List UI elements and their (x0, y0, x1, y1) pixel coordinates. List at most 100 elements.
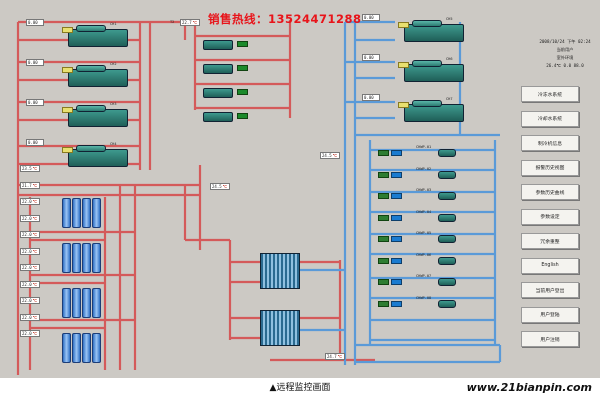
pump-status-badge (378, 257, 389, 264)
branch-temp-readout: 22.0℃ (20, 330, 40, 337)
plate-heat-exchanger-2[interactable] (260, 310, 300, 346)
pump-mode-badge (391, 300, 402, 307)
tower-cell (72, 288, 81, 318)
chiller-status-badge (398, 102, 409, 108)
pump-body (438, 192, 456, 200)
menu-button-ice-storage[interactable]: 冗余重整 (521, 233, 579, 249)
pump-row[interactable]: CHWP-05 (378, 231, 488, 244)
pump-body (438, 149, 456, 157)
pump-status-badge (378, 300, 389, 307)
menu-button-chiller-info[interactable]: 制冷机信息 (521, 135, 579, 151)
branch-temp-readout: 22.0℃ (20, 214, 40, 222)
cooling-tower-2[interactable] (62, 243, 104, 273)
pipe-diagram (16, 20, 502, 375)
pump-status-badge (378, 279, 389, 285)
compressor (76, 25, 106, 32)
menu-button-param-set[interactable]: 参数设定 (521, 208, 579, 225)
info-panel: 2008/10/24 下午 02:24 当前用户 室外环境 26.4℃ 0.0 … (530, 38, 600, 70)
compressor (76, 145, 106, 152)
menu-button-english[interactable]: English (521, 257, 579, 274)
pump-mode-badge (391, 171, 402, 178)
menu-button-param-history[interactable]: 参数历史曲线 (521, 184, 579, 200)
chiller-tag: CH5 (446, 17, 453, 21)
pump-row[interactable]: CHWP-04 (378, 210, 488, 223)
compressor (76, 105, 106, 112)
pump-status-badge (378, 236, 389, 242)
chiller-status-badge (62, 147, 73, 153)
branch-temp-readout: 22.0℃ (20, 231, 40, 238)
pump-tag: CHWP-02 (416, 166, 432, 171)
pump-mode-badge (391, 236, 402, 242)
pump-mode-badge (391, 279, 402, 285)
pump-row[interactable]: CHWP-07 (378, 274, 488, 287)
plate-heat-exchanger-1[interactable] (260, 253, 300, 289)
cooling-tower-4[interactable] (62, 333, 104, 363)
tower-cell (72, 243, 81, 273)
chilled-water-pump-3[interactable] (203, 88, 233, 98)
temp-bottom-readout: 24.7℃ (325, 353, 345, 360)
branch-temp-readout: 22.0℃ (20, 198, 40, 205)
tower-cell (62, 333, 71, 363)
pump-body (438, 170, 456, 179)
chiller-status-badge (62, 107, 73, 113)
tower-cell (82, 333, 91, 363)
pump-tag: CHWP-08 (416, 295, 432, 300)
chilled-water-pump-4[interactable] (203, 112, 233, 122)
temp-right-readout: 24.5℃ (320, 152, 340, 159)
pump-row[interactable]: CHWP-02 (378, 166, 488, 180)
current-user-label: 当前用户 (556, 47, 574, 52)
chiller-tag: CH3 (110, 102, 117, 106)
tower-cell (72, 333, 81, 363)
chiller-tag: CH1 (110, 22, 117, 26)
tower-cell (82, 243, 91, 273)
chilled-water-pump-1[interactable] (203, 40, 233, 50)
tower-cell (72, 198, 81, 228)
compressor (76, 65, 106, 72)
sales-hotline: 销售热线：13524471288 (208, 12, 362, 26)
branch-temp-readout: 23.5℃ (20, 165, 40, 172)
figure-caption: ▲远程监控画面 (269, 383, 331, 393)
cooling-tower-3[interactable] (62, 288, 104, 318)
pump-status-badge (378, 150, 389, 156)
branch-temp-readout: 22.0℃ (20, 264, 40, 271)
chiller-right-1[interactable]: CH5 0.00 (362, 14, 468, 44)
pump-body (438, 235, 456, 243)
menu-button-login-logout[interactable]: 当前用户登出 (521, 282, 579, 298)
chiller-tag: CH2 (110, 62, 117, 66)
menu-button-chilled-water[interactable]: 冷冻水系统 (521, 86, 579, 102)
pump-run-indicator (237, 65, 248, 71)
chiller-status-badge (398, 62, 409, 68)
chiller-status-badge (398, 22, 409, 28)
cooling-tower-1[interactable] (62, 198, 104, 228)
tower-cell (62, 198, 71, 228)
chiller-load-readout: 0.00 (362, 14, 380, 21)
pump-row[interactable]: CHWP-01 (378, 145, 488, 158)
menu-button-cooling-water[interactable]: 冷却水系统 (521, 110, 579, 127)
tower-cell (92, 288, 101, 318)
branch-temp-readout: 22.0℃ (20, 247, 40, 255)
pump-row[interactable]: CHWP-06 (378, 253, 488, 266)
menu-button-user-login[interactable]: 用户登陆 (521, 306, 579, 323)
chilled-water-pump-2[interactable] (203, 64, 233, 74)
tower-cell (92, 198, 101, 228)
menu-button-user-cancel[interactable]: 用户注销 (521, 331, 579, 347)
pump-row[interactable]: CHWP-08 (378, 295, 488, 309)
menu-button-alarm-history[interactable]: 报警历史视图 (521, 159, 579, 176)
pump-tag: CHWP-01 (416, 145, 432, 149)
temp-top-tag: T2 (170, 20, 175, 24)
chiller-load-readout: 0.00 (26, 59, 44, 66)
chiller-load-readout: 0.00 (362, 94, 380, 101)
chiller-left-2[interactable]: CH2 0.00 (26, 59, 132, 89)
pump-body (438, 213, 456, 222)
pump-mode-badge (391, 214, 402, 221)
outdoor-env-label: 室外环境 (556, 55, 574, 60)
pump-row[interactable]: CHWP-03 (378, 188, 488, 201)
tower-cell (92, 333, 101, 363)
branch-temp-readout: 22.0℃ (20, 280, 40, 288)
